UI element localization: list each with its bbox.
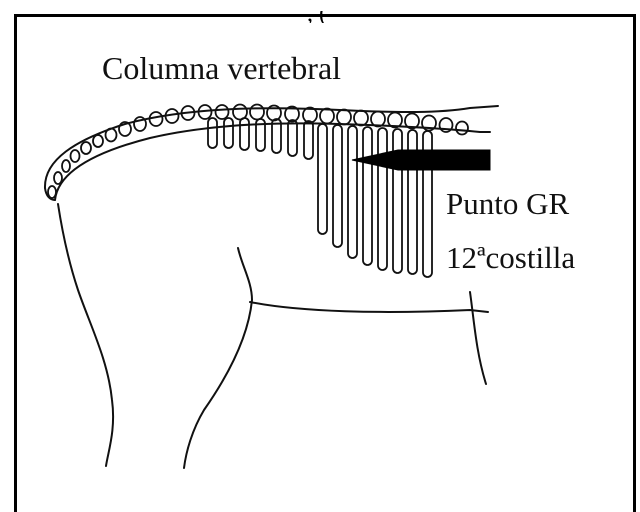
vertebra (456, 122, 468, 135)
vertebra (48, 186, 56, 198)
vertebra (216, 105, 229, 119)
rump-line (58, 204, 113, 466)
chest-line (470, 292, 486, 384)
vertebra (250, 105, 264, 120)
belly-line (250, 302, 488, 312)
rib (333, 125, 342, 247)
process (240, 118, 249, 150)
rib (348, 126, 357, 258)
process (288, 120, 297, 156)
vertebra (106, 129, 117, 142)
spine-label: Columna vertebral (102, 50, 341, 87)
vertebra (93, 135, 103, 147)
hind-leg-line (184, 248, 252, 468)
vertebra (81, 142, 91, 154)
rib (378, 128, 387, 270)
process (208, 118, 217, 148)
rib (318, 124, 327, 234)
vertebra (354, 111, 368, 126)
rib (363, 127, 372, 265)
vertebra (62, 160, 70, 172)
vertebra (54, 172, 62, 184)
rib-label: 12ªcostilla (446, 240, 575, 276)
vertebra (320, 109, 334, 124)
gr-point-label: Punto GR (446, 186, 569, 222)
process (304, 121, 313, 159)
vertebra (371, 112, 385, 127)
vertebra (134, 117, 146, 131)
process (224, 118, 233, 148)
vertebra (337, 110, 351, 125)
vertebra (71, 150, 80, 162)
ribs (318, 124, 432, 277)
